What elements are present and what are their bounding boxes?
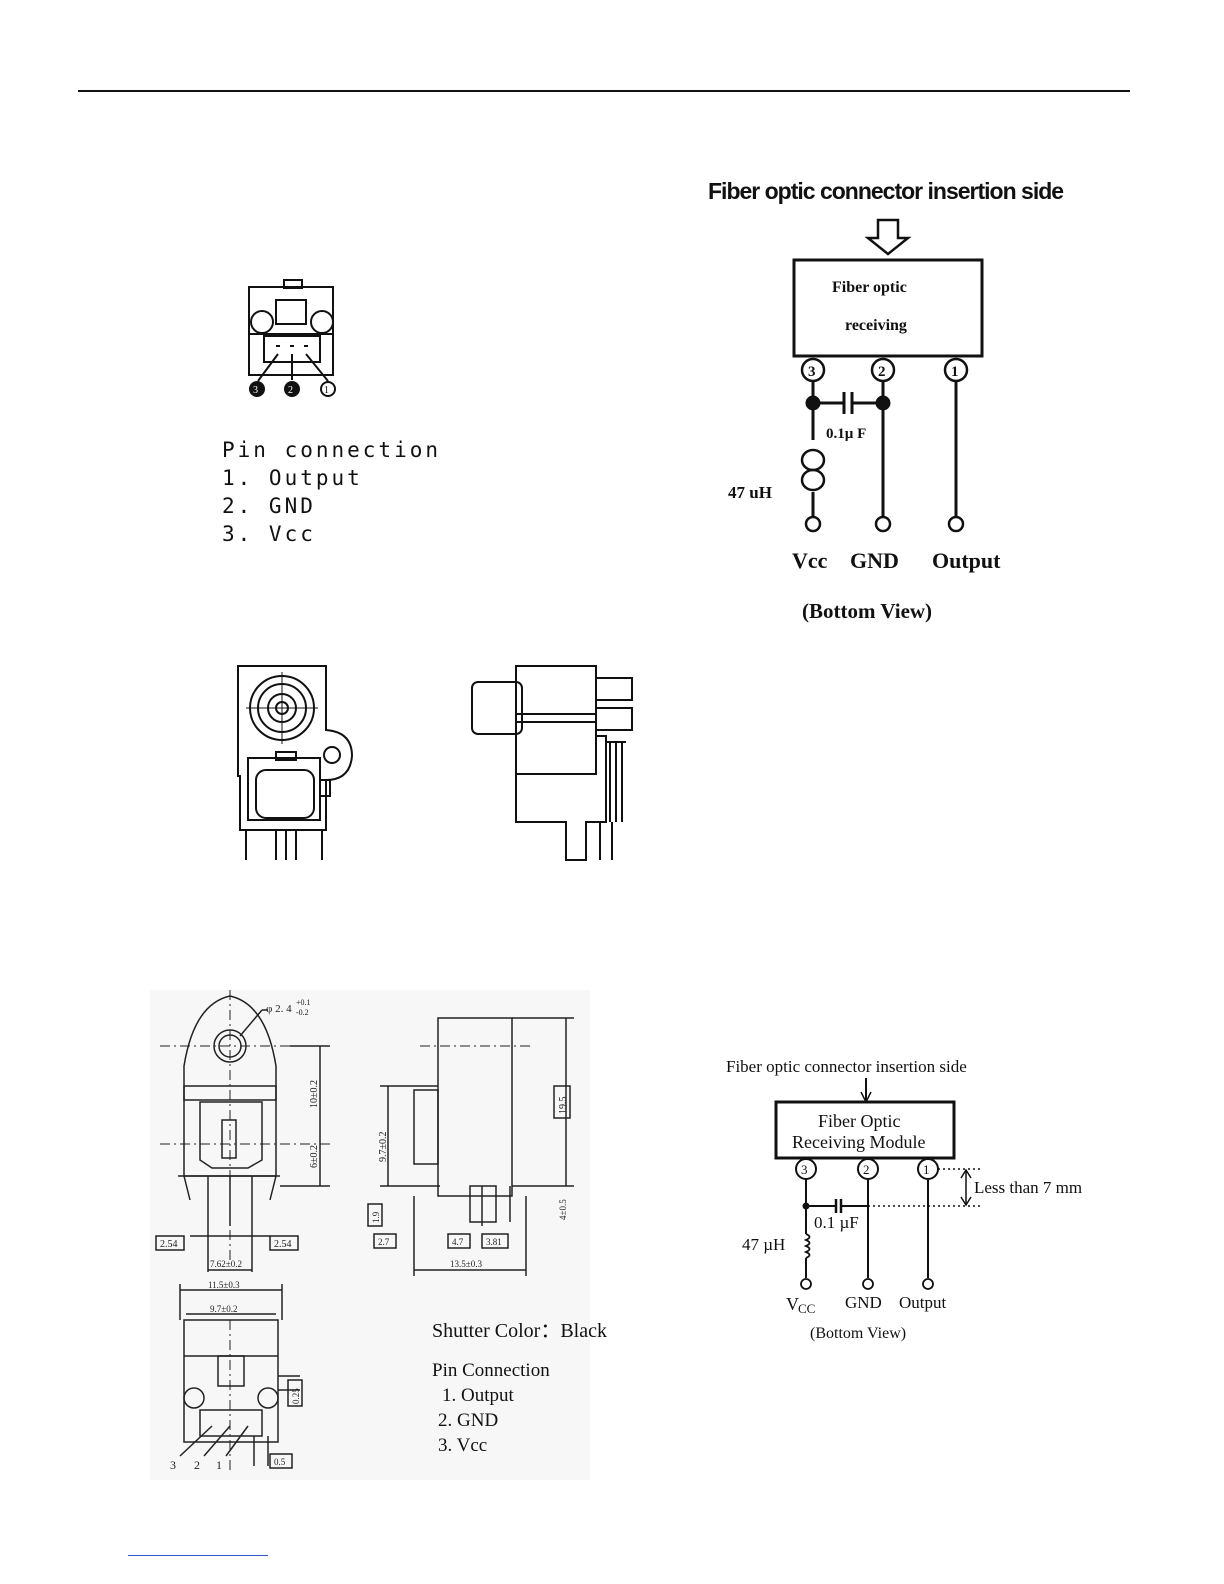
fig3-dim-47: 4.7 [452, 1237, 464, 1247]
fig4-box-line1: Fiber Optic [818, 1111, 901, 1131]
fig4-view-label: (Bottom View) [810, 1325, 906, 1342]
fig1-pin-heading: Pin connection [222, 438, 442, 462]
fig4-terminal-vcc: V [786, 1294, 799, 1314]
fig4-terminal-output: Output [899, 1293, 947, 1312]
fig3-dimension-drawing: φ 2. 4 +0.1 -0.2 10±0.2 6±0.2 2.54 2.54 … [150, 990, 590, 1480]
fig4-capacitor-label: 0.1 µF [814, 1213, 859, 1232]
fig3-dim-phi: φ 2. 4 [266, 1003, 292, 1015]
receiver-front-outline: 3 2 1 [248, 279, 336, 397]
fig4-distance-label: Less than 7 mm [974, 1178, 1082, 1197]
fig4-inductor-label: 47 µH [742, 1235, 785, 1254]
header-rule [78, 90, 1130, 92]
fig2-title: Fiber optic connector insertion side [708, 178, 1064, 204]
fig3-dim-195: 19.5 [558, 1097, 569, 1115]
fig3-pin-heading: Pin Connection [432, 1360, 550, 1381]
fig1-pin-1: 1. Output [222, 466, 363, 490]
fig4-pin-label: 2 [863, 1162, 870, 1177]
fig3-dim-27: 2.7 [378, 1237, 390, 1247]
fig3-dim-97-bottom: 9.7±0.2 [210, 1304, 237, 1314]
fig3-dim-762: 7.62±0.2 [210, 1259, 242, 1269]
fig1-pin-2: 2. GND [222, 494, 316, 518]
fig3-bottom-pin: 3 [170, 1458, 176, 1472]
fig3-dim-phi-minus: -0.2 [296, 1008, 309, 1017]
fig3-dim-phi-plus: +0.1 [296, 998, 311, 1007]
fig3-dim-10: 10±0.2 [309, 1080, 320, 1108]
fig2-pin-label: 1 [951, 364, 959, 380]
insertion-arrow-icon [864, 218, 912, 256]
fig1-pin-label: 1 [324, 385, 329, 396]
fig4-terminal-gnd: GND [845, 1293, 882, 1312]
fig3-dim-254-left: 2.54 [160, 1239, 178, 1250]
fig3-bottom-pin: 2 [194, 1458, 200, 1472]
fig1-pin-list: Pin connection 1. Output 2. GND 3. Vcc [222, 436, 441, 548]
fig3-dim-381: 3.81 [486, 1237, 502, 1247]
fig3-shutter-color: Shutter Color：Black [432, 1320, 607, 1342]
fig2-terminal-vcc: Vcc [792, 548, 828, 573]
fig3-dim-6: 6±0.2 [309, 1145, 320, 1168]
fig3-dim-025: 0.25 [291, 1388, 301, 1404]
receiver-side-view [471, 665, 633, 861]
fig2-terminal-gnd: GND [850, 548, 899, 573]
fig3-dim-97-side: 9.7±0.2 [378, 1132, 389, 1163]
fig1-pin-label: 2 [288, 385, 293, 396]
footer-link-underline [128, 1555, 268, 1556]
fig2-view-label: (Bottom View) [802, 599, 932, 623]
fig4-schematic: Fiber Optic Receiving Module 3 2 1 0.1 µ… [742, 1078, 1082, 1342]
fig2-schematic: Fiber optic receiving 3 2 1 0.1µ F 47 uH… [728, 218, 1001, 623]
fig3-pin-list: Pin Connection 1. Output 2. GND 3. Vcc [432, 1358, 550, 1458]
fig3-dim-115: 11.5±0.3 [208, 1280, 240, 1290]
fig3-dim-135: 13.5±0.3 [450, 1259, 482, 1269]
fig4-pin-label: 1 [923, 1162, 930, 1177]
fig1-pin-label: 3 [253, 385, 258, 396]
fig2-inductor-label: 47 uH [728, 483, 772, 502]
fig3-bottom-pin: 1 [216, 1458, 222, 1472]
fig2-terminal-output: Output [932, 548, 1001, 573]
fig1-pin-3: 3. Vcc [222, 522, 316, 546]
fig3-pin-3: 3. Vcc [438, 1435, 488, 1456]
fig3-dim-19: 1.9 [371, 1211, 381, 1223]
fig3-pin-2: 2. GND [438, 1410, 499, 1431]
fig3-dim-4: 4±0.5 [558, 1199, 568, 1220]
fig2-pin-label: 2 [878, 364, 886, 380]
receiver-front-view [237, 665, 354, 860]
fig4-box-line2: Receiving Module [792, 1132, 925, 1152]
fig3-dim-254-right: 2.54 [274, 1239, 292, 1250]
fig2-pin-label: 3 [808, 364, 816, 380]
fig2-box-line2: receiving [845, 317, 907, 334]
fig3-dim-05: 0.5 [274, 1457, 286, 1467]
fig4-terminal-vcc-sub: CC [798, 1301, 815, 1316]
fig2-capacitor-label: 0.1µ F [826, 426, 866, 442]
fig2-box-line1: Fiber optic [832, 279, 907, 296]
fig4-title: Fiber optic connector insertion side [726, 1057, 967, 1076]
fig3-pin-1: 1. Output [442, 1385, 514, 1406]
fig4-pin-label: 3 [801, 1162, 808, 1177]
